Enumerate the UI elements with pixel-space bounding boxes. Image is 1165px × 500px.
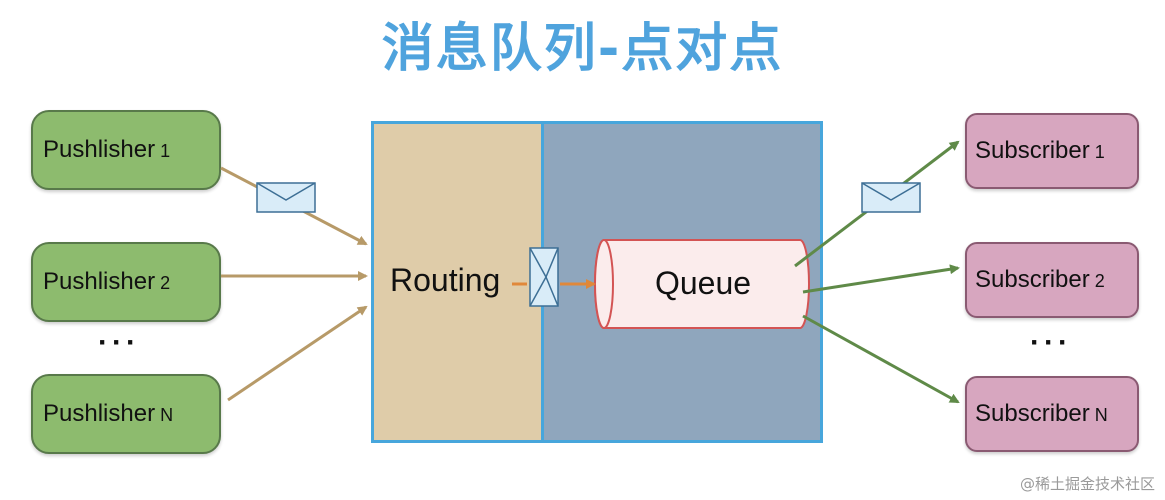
envelope-incoming-icon	[256, 182, 316, 213]
diagram-title: 消息队列-点对点	[381, 19, 784, 79]
queue-label: Queue	[654, 265, 752, 301]
routing-label: Routing	[390, 262, 501, 298]
arrow-subscriber-2	[802, 264, 960, 294]
subscriber-2-label: Subscriber	[975, 266, 1090, 293]
publisher-ellipsis: ···	[98, 326, 140, 359]
subscriber-n-label: Subscriber	[975, 400, 1090, 427]
routing-area	[371, 121, 543, 443]
envelope-routing-icon	[529, 247, 559, 307]
publisher-n-suffix: N	[160, 405, 174, 425]
queue-cylinder	[594, 239, 810, 329]
publisher-2-label: Pushlisher	[43, 268, 156, 295]
arrow-subscriber-n	[802, 314, 960, 404]
publisher-1-suffix: 1	[160, 141, 171, 161]
subscriber-ellipsis: ···	[1030, 326, 1072, 359]
subscriber-n-suffix: N	[1094, 405, 1108, 425]
envelope-outgoing-icon	[861, 182, 921, 213]
arrow-publisher-n	[227, 305, 368, 402]
publisher-2-suffix: 2	[160, 273, 171, 293]
subscriber-1-suffix: 1	[1094, 142, 1105, 162]
subscriber-1-label: Subscriber	[975, 137, 1090, 164]
watermark: @稀土掘金技术社区	[1019, 475, 1155, 493]
publisher-1-label: Pushlisher	[43, 136, 156, 163]
subscriber-2-suffix: 2	[1094, 271, 1105, 291]
publisher-n-label: Pushlisher	[43, 400, 156, 427]
